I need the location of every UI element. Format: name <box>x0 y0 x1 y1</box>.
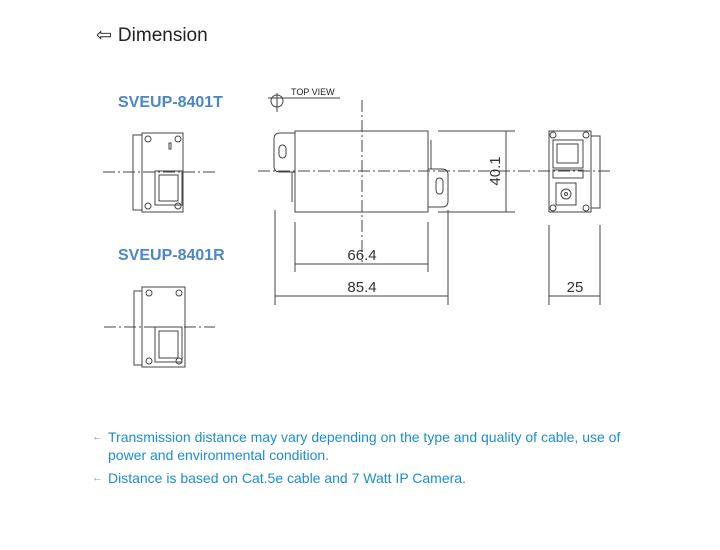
arrow-bullet-icon: ← <box>92 431 103 443</box>
title-text: Dimension <box>117 24 208 46</box>
top-view-symbol: TOP VIEW <box>268 87 340 112</box>
note-item: ← Distance is based on Cat.5e cable and … <box>92 469 658 487</box>
note-text: Distance is based on Cat.5e cable and 7 … <box>108 470 466 486</box>
dim-body-length: 66.4 <box>347 247 376 264</box>
model-label-transmitter: SVEUP-8401T <box>118 94 223 111</box>
dim-height: 40.1 <box>487 156 504 185</box>
model-label-receiver: SVEUP-8401R <box>118 247 225 264</box>
dim-width: 25 <box>567 279 584 296</box>
receiver-front-view <box>104 286 215 368</box>
top-view-body <box>258 100 525 262</box>
arrow-left-icon: ⇦ <box>96 25 112 46</box>
top-view-label: TOP VIEW <box>291 87 335 97</box>
dimension-lines <box>274 130 601 305</box>
section-title: ⇦ Dimension <box>96 24 208 47</box>
side-view <box>518 130 612 213</box>
notes-list: ← Transmission distance may vary dependi… <box>92 428 658 492</box>
note-text: Transmission distance may vary depending… <box>108 429 621 463</box>
arrow-bullet-icon: ← <box>92 472 103 484</box>
dim-total-length: 85.4 <box>347 279 376 296</box>
transmitter-front-view <box>103 132 215 213</box>
note-item: ← Transmission distance may vary dependi… <box>92 428 658 464</box>
